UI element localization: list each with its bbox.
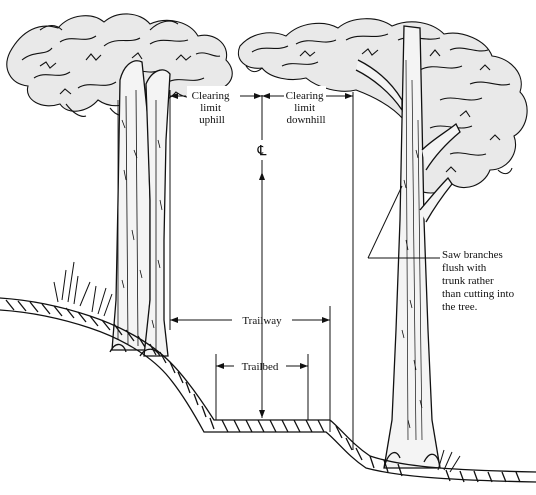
- centerline-symbol: ℄: [257, 144, 267, 159]
- dimension-lines: [169, 90, 440, 450]
- ground-profile: [0, 297, 536, 483]
- grass-tufts: [53, 261, 461, 473]
- right-tree-trunk: [355, 25, 461, 469]
- saw-note-leader: [367, 185, 403, 259]
- clearing-limit-downhill-label: Clearing limit downhill: [286, 90, 327, 126]
- trailbed-label: Trailbed: [242, 361, 279, 373]
- right-tree-canopy: [238, 18, 528, 194]
- uphill-label-bg: [187, 86, 239, 130]
- arrowheads: [170, 93, 353, 418]
- downhill-label-bg: [284, 86, 326, 130]
- clearing-limit-uphill-label: Clearing limit uphill: [192, 90, 233, 126]
- saw-branches-note: Saw branches flush with trunk rather tha…: [442, 249, 517, 313]
- trailway-label: Trailway: [242, 315, 282, 327]
- left-tree-trunks: [109, 60, 171, 357]
- centerline-label-bg: [254, 140, 270, 160]
